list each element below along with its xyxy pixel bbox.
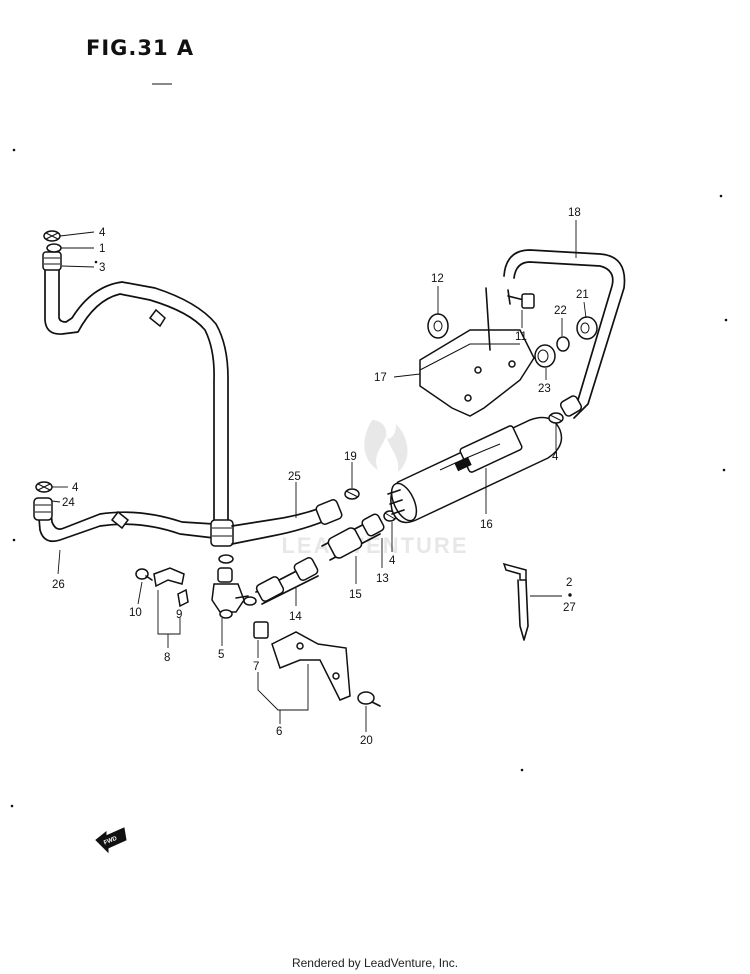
grommet-12[interactable]: [427, 313, 449, 339]
pipe-joint[interactable]: [210, 519, 234, 547]
callout-23: 23: [538, 383, 551, 395]
callout-26: 26: [52, 579, 65, 591]
clip-7[interactable]: [253, 621, 269, 639]
callout-range-dot: [568, 593, 572, 597]
fwd-label: FWD: [103, 835, 119, 846]
charcoal-canister[interactable]: [386, 416, 563, 525]
cap-1[interactable]: [46, 243, 62, 253]
callout-24: 24: [62, 497, 75, 509]
callout-8: 8: [164, 652, 170, 664]
grommet-23[interactable]: [534, 344, 556, 368]
callout-20: 20: [360, 735, 373, 747]
hose-18[interactable]: [503, 249, 626, 419]
callout-labels: 4 1 3 4 24 26 25 19 4 13 14 15 16 4 12 1…: [52, 207, 589, 747]
callout-4: 4: [72, 482, 79, 494]
collar-22[interactable]: [556, 336, 570, 352]
callout-6: 6: [276, 726, 282, 738]
callout-3: 3: [99, 262, 105, 274]
callout-4: 4: [552, 451, 559, 463]
callout-13: 13: [376, 573, 389, 585]
callout-10: 10: [129, 607, 142, 619]
callout-2: 2: [566, 577, 572, 589]
pipe-hose-end: [42, 251, 62, 271]
callout-5: 5: [218, 649, 224, 661]
callout-15: 15: [349, 589, 362, 601]
callout-9: 9: [176, 609, 182, 621]
bolt-20[interactable]: [357, 691, 381, 707]
hose-clamp-top[interactable]: [43, 230, 61, 242]
canister-bracket[interactable]: [419, 287, 535, 417]
pipe-clip-icon: [148, 308, 166, 328]
callout-4: 4: [389, 555, 396, 567]
callout-22: 22: [554, 305, 567, 317]
stray-marks: [10, 83, 728, 808]
fuel-vapor-pipe-lower[interactable]: [33, 497, 215, 543]
mounting-bracket-6[interactable]: [271, 631, 351, 701]
hose-clamp-lower-left[interactable]: [35, 481, 53, 493]
figure-title: FIG.31 A: [86, 36, 195, 60]
hose-14[interactable]: [255, 556, 319, 605]
hose-clamp-19[interactable]: [344, 488, 360, 500]
valve-5[interactable]: [211, 567, 249, 619]
callout-14: 14: [289, 611, 302, 623]
bolt-10[interactable]: [135, 568, 153, 581]
fuel-vapor-pipe-upper[interactable]: [42, 251, 229, 523]
callout-12: 12: [431, 273, 444, 285]
leader-lines: [51, 220, 587, 732]
callout-25: 25: [288, 471, 301, 483]
footer-credit: Rendered by LeadVenture, Inc.: [291, 956, 459, 970]
callout-4: 4: [99, 227, 106, 239]
callout-1: 1: [99, 243, 105, 255]
hose-clamp-near-5[interactable]: [218, 554, 257, 606]
callout-18: 18: [568, 207, 581, 219]
callout-21: 21: [576, 289, 589, 301]
callout-27: 27: [563, 602, 576, 614]
grommet-21[interactable]: [576, 316, 598, 340]
bolt-11[interactable]: [507, 289, 535, 309]
clamp-bracket-8[interactable]: [153, 567, 189, 608]
hose-clamp-right[interactable]: [548, 412, 564, 424]
callout-19: 19: [344, 451, 357, 463]
lower-pipe-clip-icon: [110, 510, 130, 530]
hose-15[interactable]: [321, 513, 385, 561]
lower-pipe-hose-end: [33, 497, 53, 521]
hose-25[interactable]: [231, 499, 343, 545]
callout-17: 17: [374, 372, 387, 384]
callout-16: 16: [480, 519, 493, 531]
callout-7: 7: [253, 661, 259, 673]
part-2-27[interactable]: [502, 562, 529, 641]
callout-11: 11: [515, 331, 527, 343]
forward-arrow-icon: FWD: [95, 827, 127, 854]
